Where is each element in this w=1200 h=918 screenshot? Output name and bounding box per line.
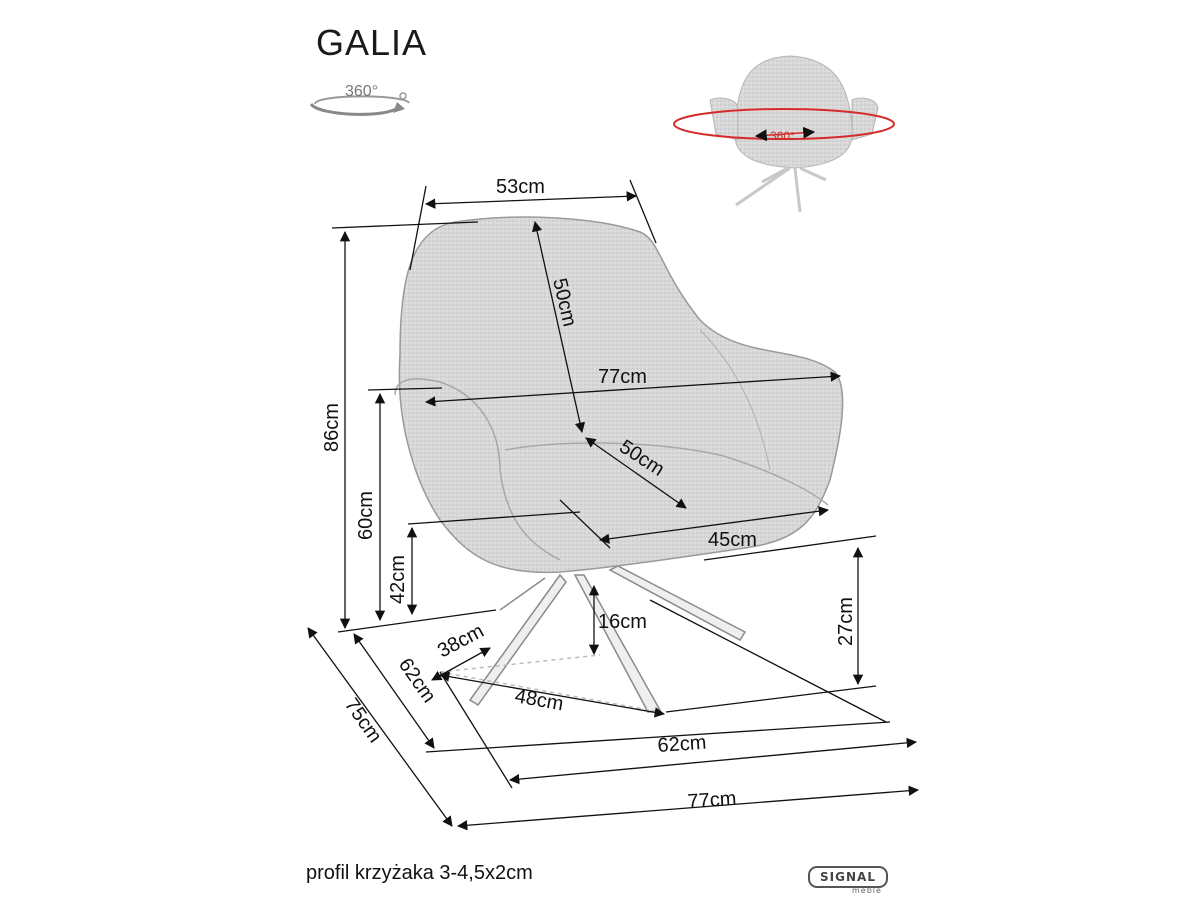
dim-overall-width: 77cm (598, 366, 647, 388)
brand-logo-sub: meble (852, 886, 882, 895)
dim-base-width: 62cm (657, 732, 707, 757)
rotate-360-icon (309, 92, 410, 116)
product-title: GALIA (316, 22, 428, 63)
dim-base-width-small: 48cm (513, 685, 565, 715)
rotation-preview: 360° (673, 55, 895, 213)
preview-rotation-label: 360° (770, 129, 795, 143)
rotation-label: 360° (345, 83, 379, 100)
dimension-lines (307, 179, 920, 831)
chair-body (394, 216, 844, 574)
dim-base-height-inner: 16cm (598, 611, 647, 633)
dim-footprint-width: 77cm (687, 788, 737, 813)
dim-base-height-outer: 27cm (835, 597, 857, 646)
dim-base-depth: 62cm (394, 654, 440, 707)
brand-logo: SIGNAL (808, 866, 888, 888)
base-profile-caption: profil krzyżaka 3-4,5x2cm (306, 862, 533, 884)
dim-seat-height: 42cm (387, 555, 409, 604)
dim-armrest-height: 60cm (355, 491, 377, 540)
dim-backrest-width: 53cm (496, 176, 545, 198)
dim-seat-width: 45cm (708, 529, 757, 551)
dim-base-depth-small: 38cm (434, 620, 488, 662)
dim-footprint-depth: 75cm (340, 694, 386, 747)
dim-total-height: 86cm (321, 403, 343, 452)
